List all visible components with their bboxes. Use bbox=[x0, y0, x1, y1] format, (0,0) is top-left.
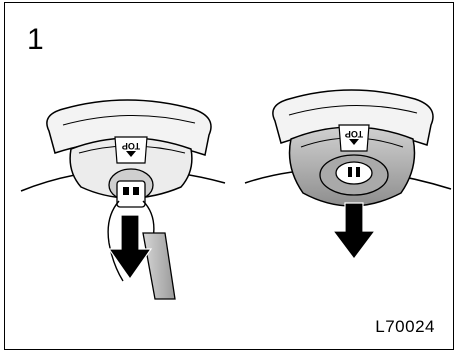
removal-illustration: TOP TOP bbox=[5, 3, 455, 351]
left-connector-plug bbox=[117, 181, 145, 207]
left-pull-arrow-icon bbox=[109, 215, 151, 279]
left-harness-tube bbox=[143, 233, 175, 299]
figure-code: L70024 bbox=[375, 318, 435, 335]
right-socket-illustration: TOP bbox=[245, 90, 451, 259]
figure-frame: 1 TOP bbox=[4, 2, 454, 350]
right-bulb-base bbox=[336, 162, 372, 184]
right-top-label: TOP bbox=[345, 129, 363, 139]
right-pull-arrow-icon bbox=[333, 203, 375, 259]
left-top-label: TOP bbox=[122, 141, 140, 151]
left-socket-illustration: TOP bbox=[21, 100, 225, 299]
